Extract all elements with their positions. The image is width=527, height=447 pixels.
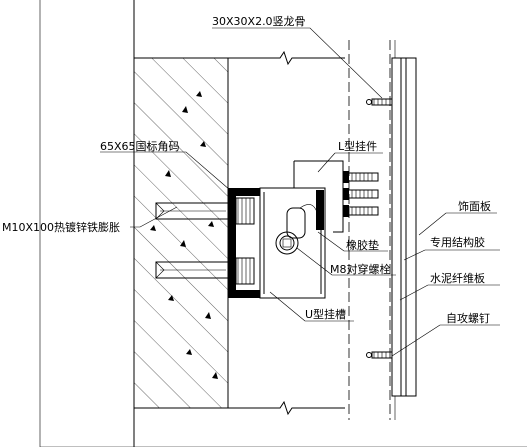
label-cement-board: 水泥纤维板 bbox=[430, 271, 485, 285]
tapping-screw-top bbox=[366, 98, 393, 106]
leader-lines bbox=[100, 27, 500, 357]
label-l-hanger: L型挂件 bbox=[338, 139, 377, 153]
l-hanger bbox=[286, 160, 344, 239]
label-angle-code: 65X65国标角码 bbox=[100, 139, 180, 153]
angle-code-bracket bbox=[228, 188, 260, 298]
through-bolt bbox=[275, 231, 299, 255]
label-through-bolt: M8对穿螺栓 bbox=[330, 262, 391, 276]
u-channel bbox=[259, 187, 326, 299]
label-u-channel: U型挂槽 bbox=[305, 307, 346, 321]
label-rubber-pad: 橡胶垫 bbox=[346, 238, 379, 252]
hanger-screws bbox=[343, 171, 379, 217]
break-line-bottom bbox=[228, 400, 345, 416]
break-line-top bbox=[228, 50, 345, 66]
label-anchor-bolt: M10X100热镀锌铁膨胀 bbox=[2, 220, 120, 234]
label-tapping-screw: 自攻螺钉 bbox=[446, 311, 490, 325]
anchor-bolt-bottom bbox=[155, 257, 255, 285]
facade-layers bbox=[391, 40, 417, 420]
tapping-screw-bottom bbox=[366, 351, 393, 359]
concrete-wall bbox=[134, 57, 229, 409]
label-keel: 30X30X2.0竖龙骨 bbox=[212, 15, 306, 28]
label-facing-board: 饰面板 bbox=[458, 199, 491, 213]
label-structural-glue: 专用结构胶 bbox=[430, 235, 485, 249]
anchor-bolt-top bbox=[155, 197, 255, 225]
